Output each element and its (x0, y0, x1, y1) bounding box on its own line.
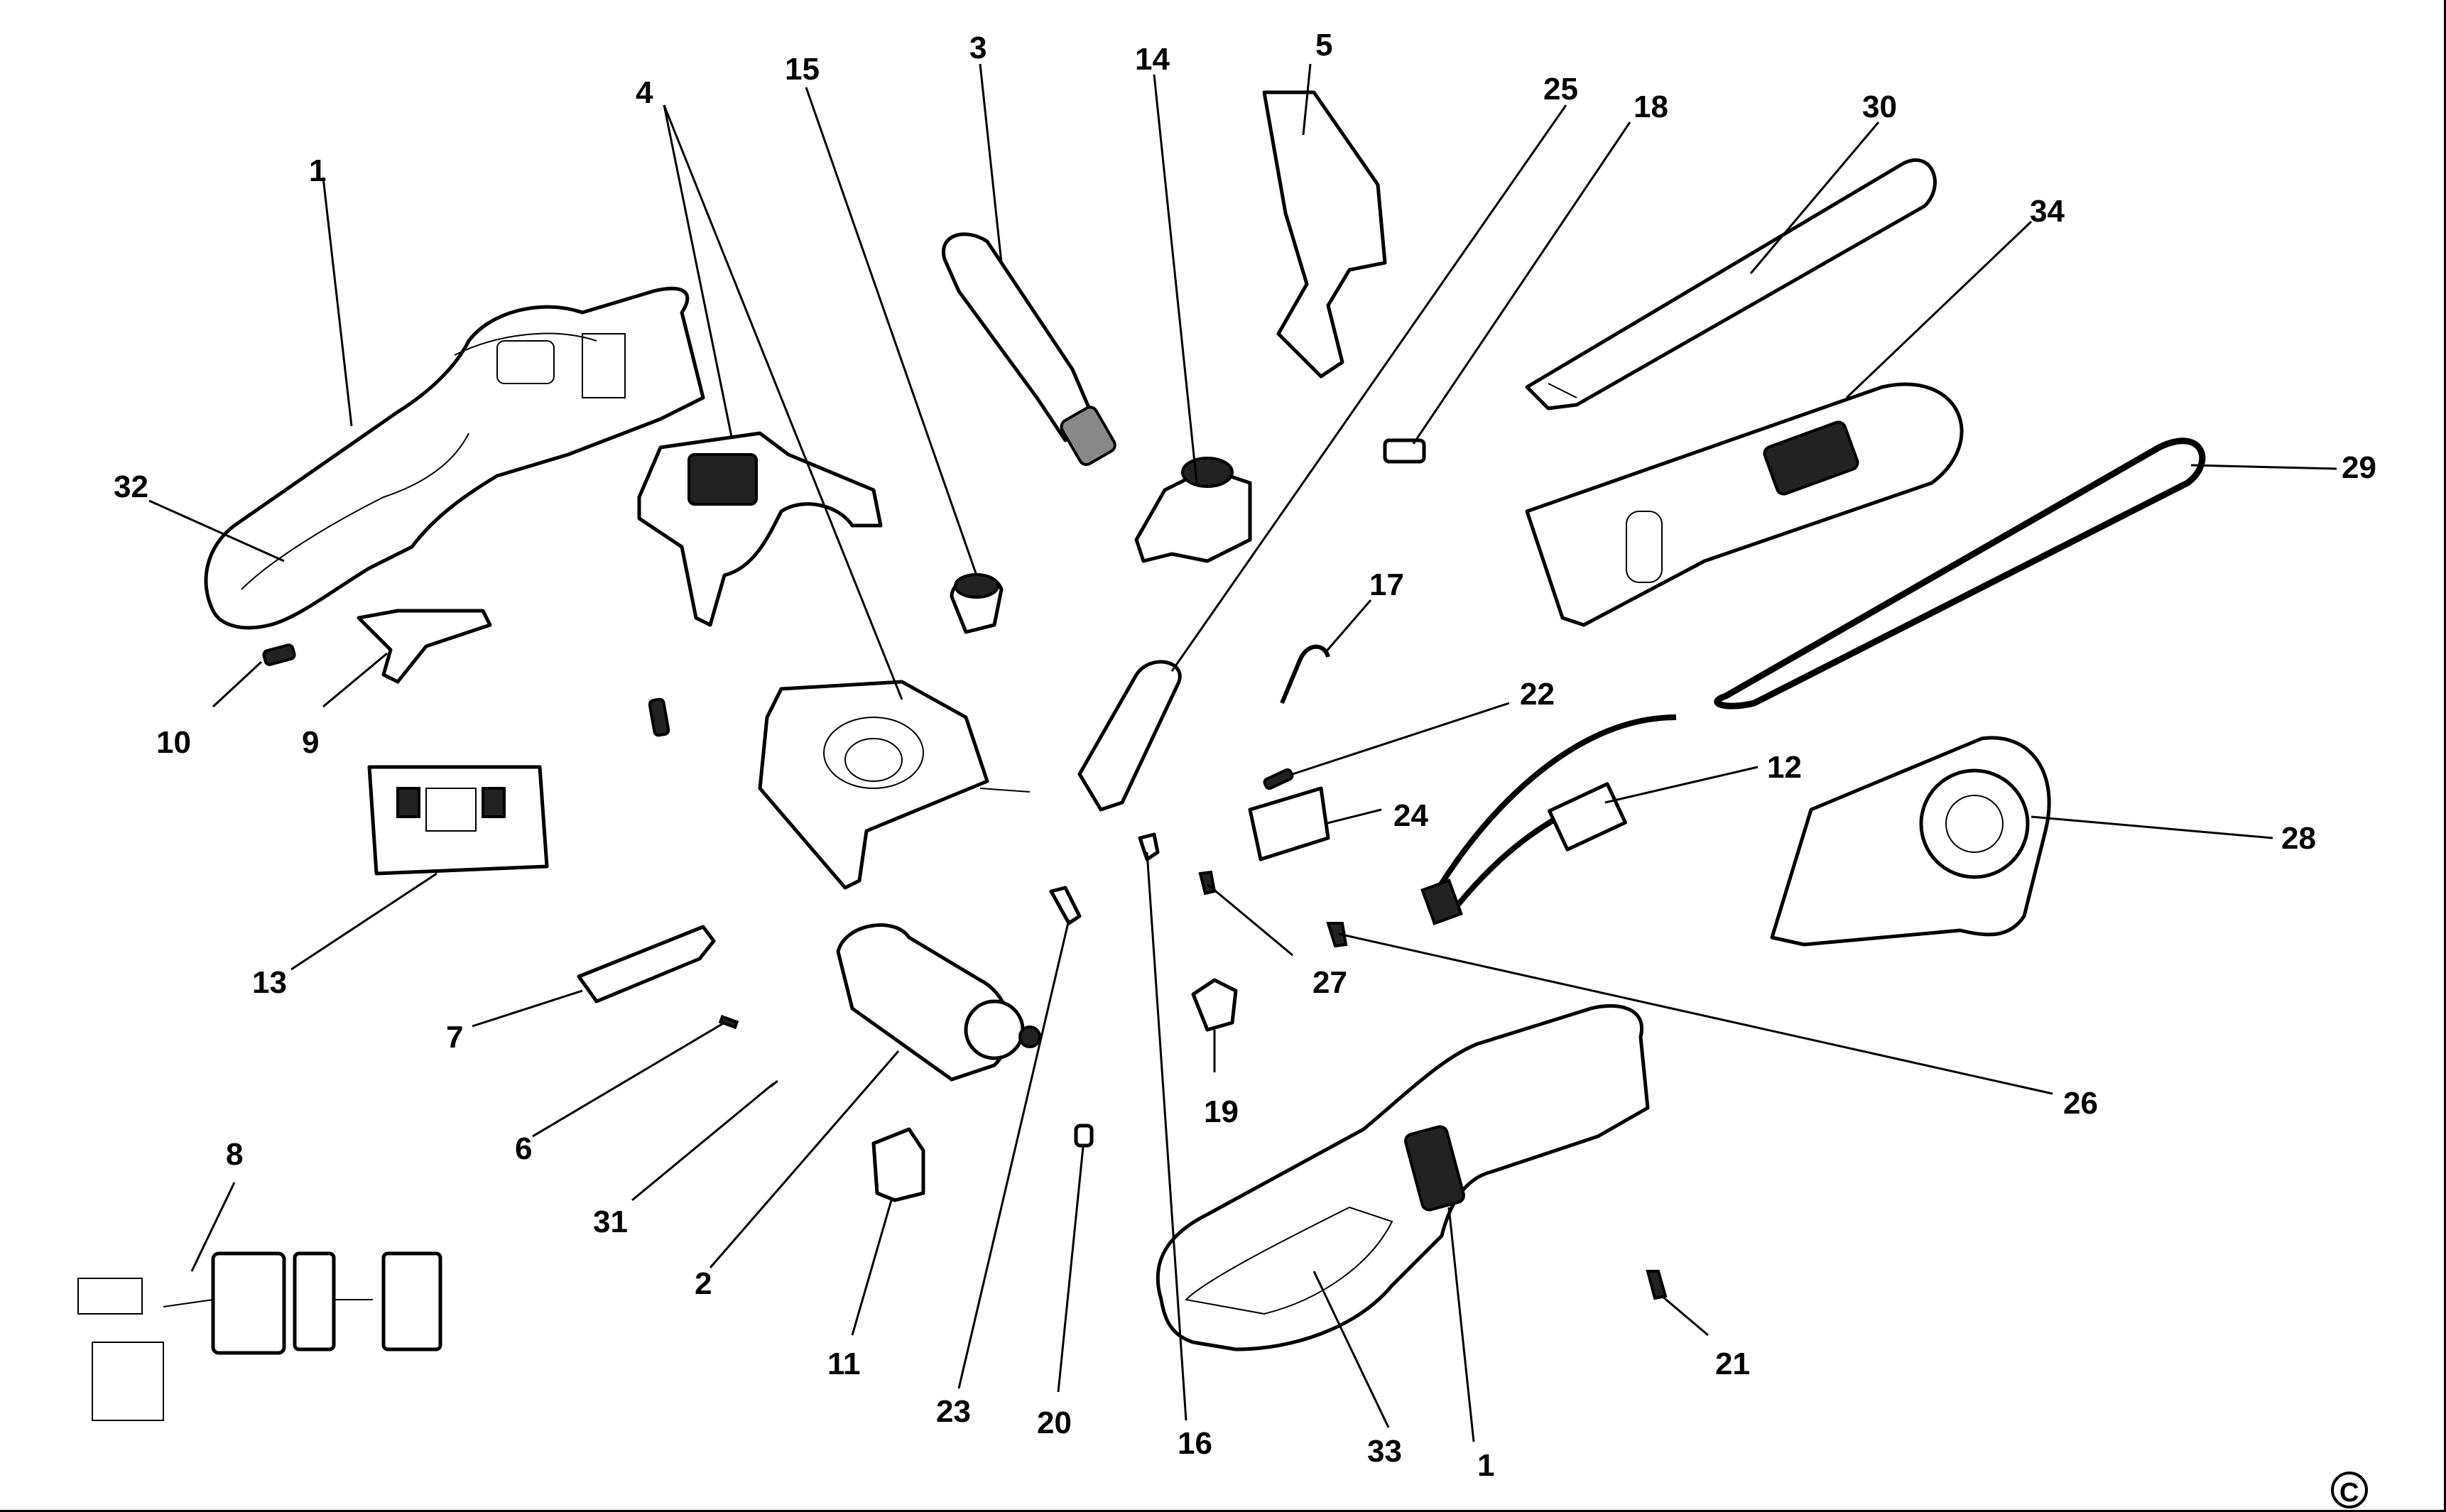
part-cover-upper (637, 431, 883, 627)
label-25: 25 (1543, 72, 1578, 107)
part-number-labels: 1 32 10 9 4 15 3 14 5 25 18 30 34 29 17 … (114, 28, 2376, 1483)
part-switch (577, 925, 716, 1004)
part-bolt-23 (1049, 886, 1082, 925)
part-hook (1280, 644, 1330, 705)
label-19: 19 (1204, 1094, 1239, 1129)
label-20: 20 (1037, 1405, 1072, 1440)
part-front-handle (941, 232, 1116, 467)
part-spring-22 (1263, 768, 1294, 790)
label-14: 14 (1135, 42, 1170, 77)
part-clip (1383, 438, 1426, 464)
label-18: 18 (1634, 89, 1668, 124)
label-31: 31 (593, 1204, 628, 1239)
label-33: 33 (1367, 1434, 1402, 1469)
part-handle-insert (1077, 660, 1182, 812)
part-hand-guard (1262, 90, 1387, 379)
part-battery (367, 765, 549, 876)
part-chassis (758, 680, 1031, 890)
label-10: 10 (156, 725, 191, 760)
label-7: 7 (446, 1020, 463, 1055)
label-17: 17 (1369, 567, 1404, 602)
part-screw-26 (1326, 922, 1348, 948)
label-23: 23 (936, 1394, 971, 1429)
part-motor (836, 923, 1041, 1082)
label-8: 8 (226, 1137, 243, 1172)
part-sprocket (1191, 978, 1238, 1032)
label-26: 26 (2063, 1086, 2098, 1121)
part-screw-21 (1646, 1270, 1668, 1300)
label-9: 9 (302, 725, 319, 760)
part-housing-right (1156, 1004, 1650, 1351)
part-plate (1248, 786, 1330, 861)
label-3: 3 (969, 31, 986, 65)
label-22: 22 (1520, 677, 1555, 712)
part-knob (950, 573, 1004, 634)
part-adjuster (1134, 457, 1252, 563)
label-13: 13 (252, 965, 287, 1000)
part-screw-27 (1198, 870, 1217, 896)
label-32: 32 (114, 469, 148, 504)
label-2: 2 (695, 1266, 712, 1301)
part-washer (1074, 1124, 1094, 1148)
label-6: 6 (515, 1131, 532, 1166)
copyright-letter: C (2339, 1478, 2359, 1508)
label-21: 21 (1715, 1347, 1750, 1381)
part-spring-10 (262, 643, 296, 666)
label-24: 24 (1393, 798, 1428, 833)
label-34: 34 (2030, 194, 2065, 229)
part-sprocket-cover (1770, 736, 2051, 947)
label-1-bottom: 1 (1477, 1448, 1494, 1483)
label-30: 30 (1862, 89, 1897, 124)
label-29: 29 (2342, 450, 2376, 485)
label-16: 16 (1178, 1426, 1212, 1461)
label-11: 11 (827, 1347, 861, 1381)
part-screw-16 (1138, 832, 1160, 861)
label-28: 28 (2281, 821, 2316, 856)
part-guide-bar (1525, 158, 1937, 410)
label-4: 4 (636, 75, 653, 110)
part-chain (1714, 437, 2206, 709)
part-wiring (1420, 714, 1677, 925)
part-spring (648, 697, 670, 737)
part-bar-cover (1525, 382, 1964, 627)
part-trigger-lock (357, 609, 492, 684)
label-1-top: 1 (309, 153, 326, 188)
label-5: 5 (1315, 28, 1332, 62)
leader-lines (148, 63, 2337, 1442)
label-12: 12 (1767, 750, 1802, 785)
part-pin (718, 1014, 739, 1030)
copyright-mark: C (2331, 1472, 2368, 1508)
part-charger (77, 1251, 442, 1421)
label-15: 15 (785, 52, 820, 87)
part-switch-block (871, 1127, 925, 1202)
label-27: 27 (1312, 965, 1347, 1000)
part-housing-left (204, 286, 705, 630)
